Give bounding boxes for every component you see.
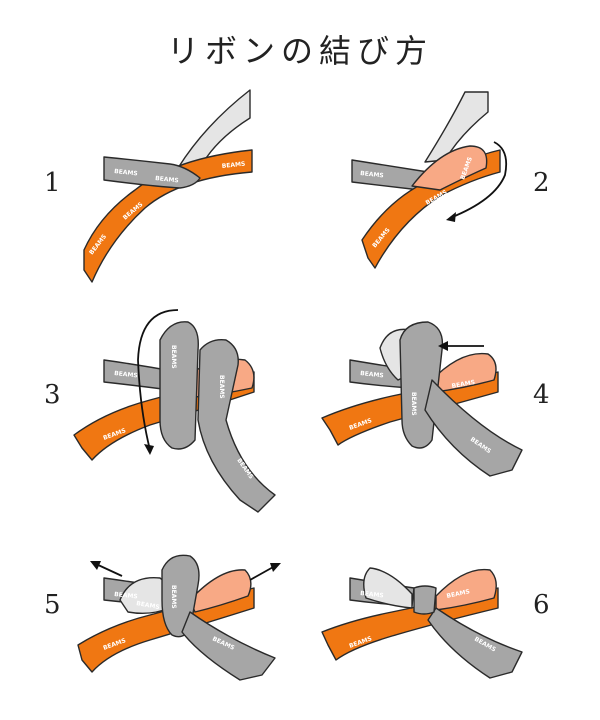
arrow-icon bbox=[249, 565, 276, 581]
brand-label: BEAMS bbox=[218, 375, 225, 399]
brand-label: BEAMS bbox=[114, 370, 138, 379]
step-5-ribbon-peach-loop bbox=[189, 569, 252, 613]
arrow-icon bbox=[95, 563, 123, 577]
step-number-1: 1 bbox=[44, 168, 61, 198]
brand-label: BEAMS bbox=[221, 161, 245, 170]
brand-label: BEAMS bbox=[155, 175, 179, 184]
brand-label: BEAMS bbox=[170, 585, 177, 609]
brand-label: BEAMS bbox=[170, 345, 177, 369]
step-3-ribbon-gray-end bbox=[197, 339, 276, 513]
step-2-ribbon-peach-loop bbox=[411, 145, 488, 191]
brand-label: BEAMS bbox=[410, 392, 417, 416]
arrow-icon bbox=[137, 309, 179, 451]
brand-label: BEAMS bbox=[360, 370, 384, 379]
step-1-ribbon-gray bbox=[103, 156, 201, 189]
arrowhead-icon bbox=[438, 341, 448, 351]
step-6-ribbon-left-loop bbox=[363, 567, 413, 609]
step-number-3: 3 bbox=[44, 380, 61, 410]
step-2-ribbon-light-gray bbox=[424, 91, 489, 163]
brand-label: BEAMS bbox=[136, 600, 160, 611]
step-number-2: 2 bbox=[533, 168, 550, 198]
brand-label: BEAMS bbox=[360, 170, 384, 179]
brand-label: BEAMS bbox=[114, 168, 138, 177]
arrowhead-icon bbox=[90, 561, 101, 570]
brand-label: BEAMS bbox=[114, 591, 138, 600]
arrowhead-icon bbox=[446, 212, 456, 222]
arrowhead-icon bbox=[144, 444, 154, 455]
step-number-6: 6 bbox=[533, 590, 550, 620]
step-number-4: 4 bbox=[533, 380, 550, 410]
step-6-ribbon-right-loop bbox=[435, 568, 497, 611]
step-6-ribbon-gray-end bbox=[427, 607, 523, 679]
page-title: リボンの結び方 bbox=[166, 32, 433, 70]
step-4-ribbon-peach-loop bbox=[429, 352, 497, 393]
step-6-ribbon-knot bbox=[413, 585, 437, 615]
step-5-ribbon-gray-end bbox=[181, 611, 276, 681]
brand-label: BEAMS bbox=[451, 379, 475, 390]
arrowhead-icon bbox=[270, 563, 281, 572]
step-3-ribbon-gray-loop bbox=[159, 321, 199, 450]
brand-label: BEAMS bbox=[360, 590, 384, 599]
step-4-ribbon-gray-end bbox=[424, 379, 523, 477]
brand-label: BEAMS bbox=[446, 588, 471, 600]
arrow-icon bbox=[449, 141, 508, 219]
step-number-5: 5 bbox=[44, 590, 61, 620]
